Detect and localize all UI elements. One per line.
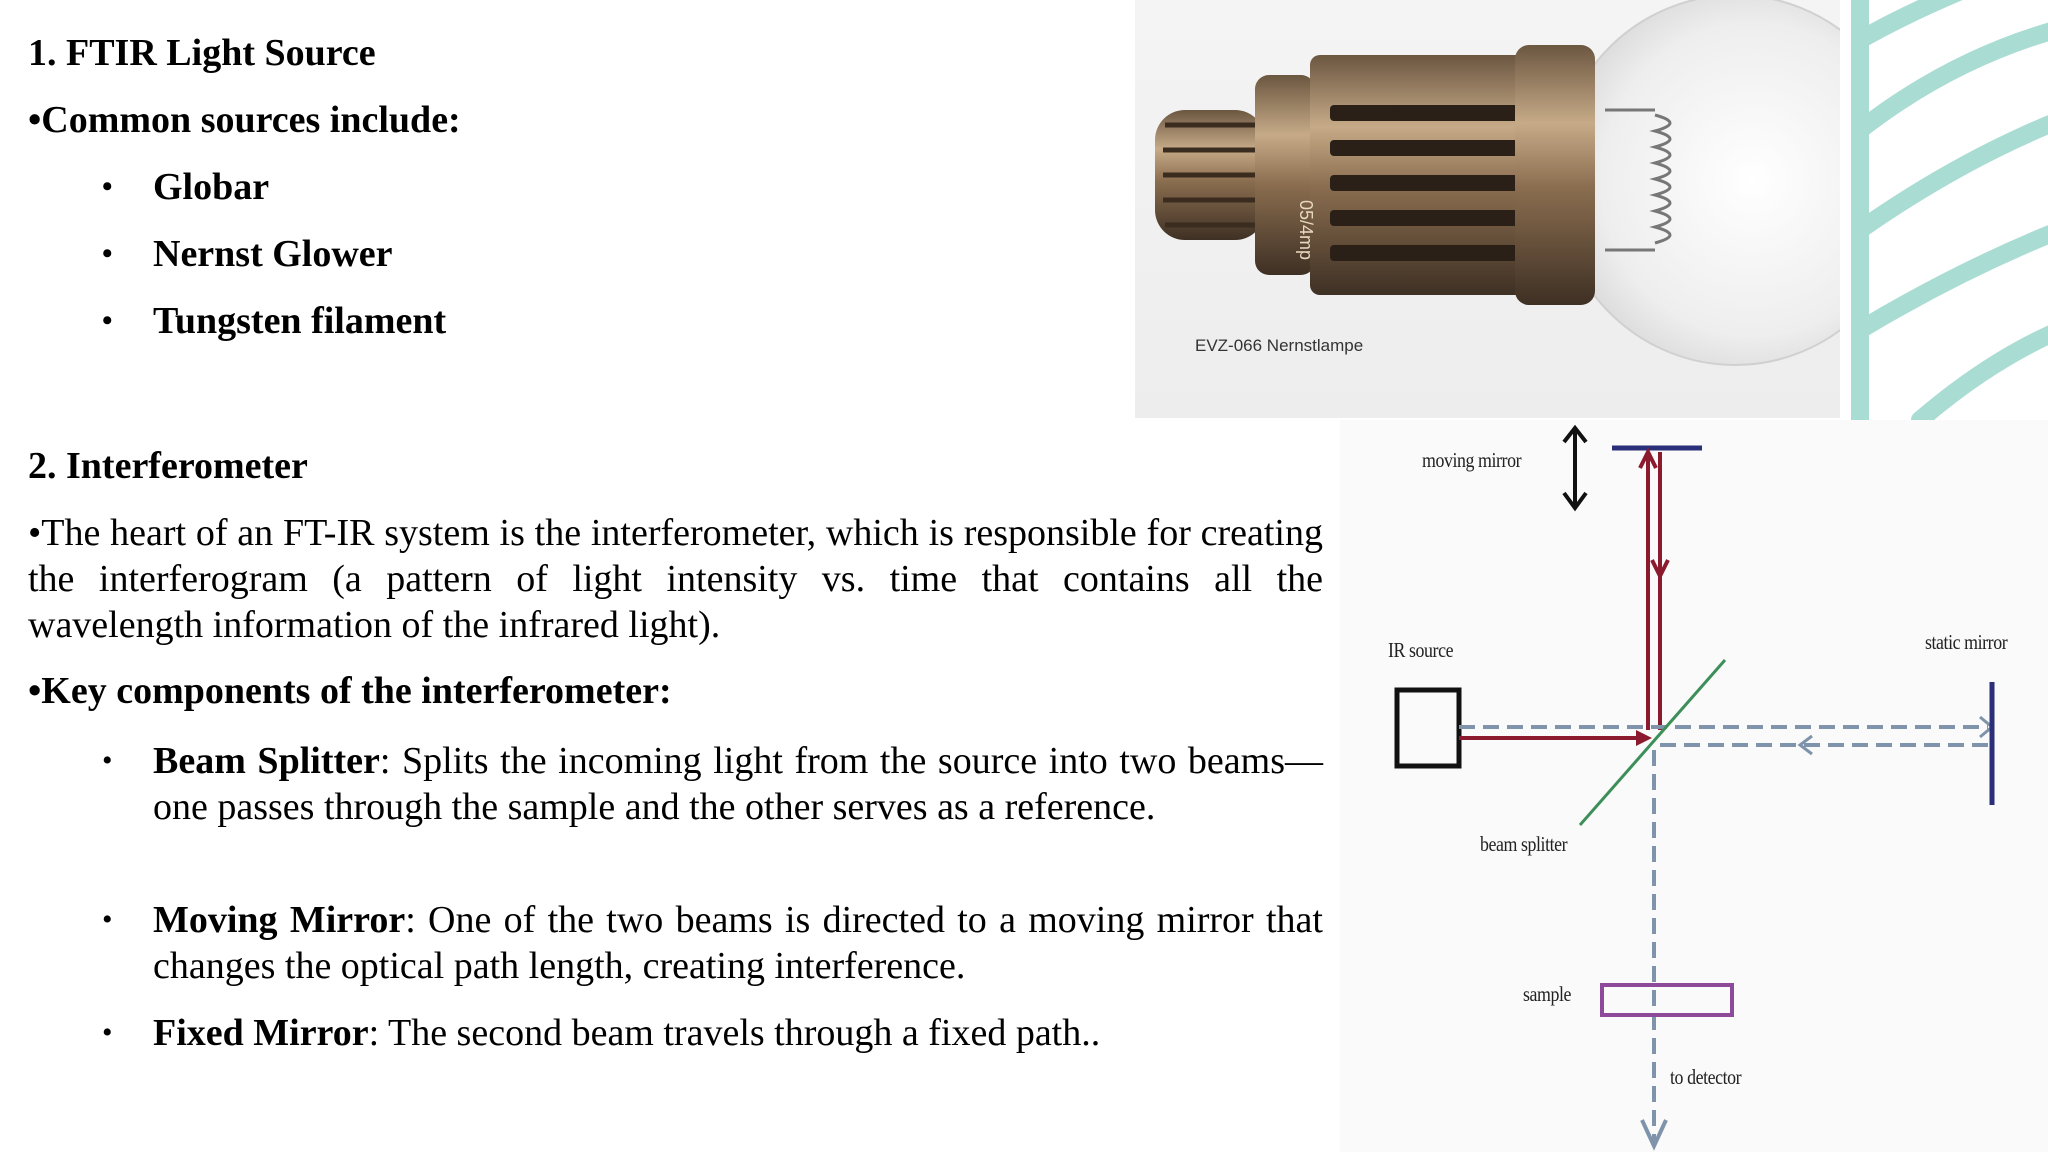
nernst-lamp-photo: 05/4mp EVZ-066 Nernstlampe (1135, 0, 1840, 418)
lamp-marking: 05/4mp (1296, 200, 1316, 260)
sample-holder (1600, 983, 1734, 1017)
component-term: Beam Splitter (153, 740, 380, 782)
ir-source-box (1394, 687, 1462, 769)
bullet-icon: • (102, 304, 113, 337)
component-desc: : One of the two beams is directed to a … (153, 899, 1323, 987)
label-sample: sample (1523, 982, 1572, 1006)
section2-heading: 2. Interferometer (28, 445, 308, 487)
bullet-icon: • (102, 170, 113, 203)
section1-heading: 1. FTIR Light Source (28, 32, 376, 74)
label-static-mirror: static mirror (1925, 630, 2008, 654)
label-ir-source: IR source (1388, 638, 1454, 662)
component-desc: : The second beam travels through a fixe… (368, 1012, 1101, 1054)
section1-intro: •Common sources include: (28, 99, 461, 141)
interferometer-diagram: moving mirror IR source static mirror be… (1340, 420, 2048, 1152)
photo-caption: EVZ-066 Nernstlampe (1195, 336, 1364, 355)
section2-paragraph: •The heart of an FT-IR system is the int… (28, 512, 1323, 646)
label-beam-splitter: beam splitter (1480, 832, 1568, 856)
bullet-icon: • (102, 1016, 113, 1049)
components-intro: •Key components of the interferometer: (28, 670, 672, 712)
moving-direction-arrow-icon (1562, 424, 1588, 512)
label-moving-mirror: moving mirror (1422, 448, 1522, 472)
beam-splitter (1578, 659, 1727, 826)
component-term: Fixed Mirror (153, 1012, 369, 1054)
label-to-detector: to detector (1670, 1065, 1742, 1089)
component-term: Moving Mirror (153, 899, 406, 941)
bullet-icon: • (102, 903, 113, 936)
bullet-icon: • (102, 744, 113, 777)
bullet-icon: • (102, 237, 113, 270)
component-desc: : Splits the incoming light from the sou… (153, 740, 1323, 828)
